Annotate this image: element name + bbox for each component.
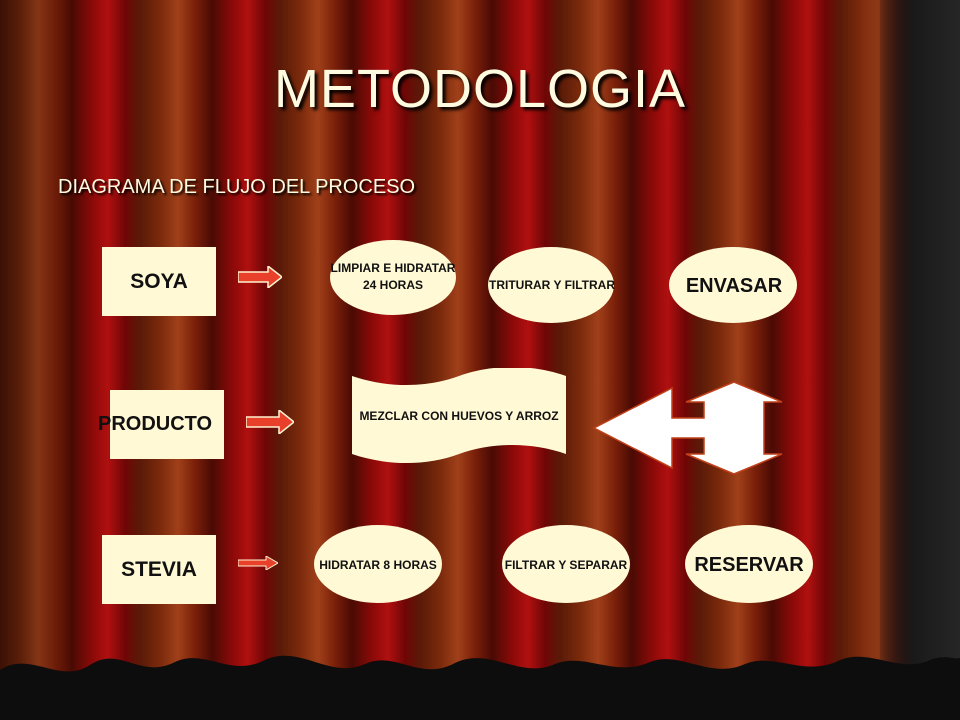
slide-subtitle: DIAGRAMA DE FLUJO DEL PROCESO [58, 176, 416, 198]
arrow-right-icon [238, 266, 282, 288]
stage-floor [0, 655, 960, 720]
step-ellipse-hidratar [314, 525, 442, 603]
split-arrow-icon [592, 381, 783, 475]
step-label-reservar: RESERVAR [694, 554, 804, 576]
source-label-producto: PRODUCTO [98, 413, 213, 435]
step-ellipse-limpiar [330, 240, 456, 315]
arrow-right-icon [238, 556, 278, 570]
step-label-triturar: TRITURAR Y FILTRAR [489, 278, 615, 292]
slide-title: METODOLOGIA [273, 59, 687, 119]
source-label-soya: SOYA [130, 269, 188, 293]
step-ellipse-triturar [488, 247, 614, 323]
step-ellipse-reservar [685, 525, 813, 603]
source-box-stevia: STEVIA [102, 535, 216, 604]
curtain-edge-shadow [880, 0, 960, 720]
step-ellipse-envasar [669, 247, 797, 323]
step-label-envasar: ENVASAR [685, 275, 783, 297]
step-ellipse-filtrar [502, 525, 630, 603]
source-box-soya: SOYA [102, 247, 216, 316]
step-label-limpiar: LIMPIAR E HIDRATAR 24 HORAS [330, 261, 456, 292]
source-box-producto [110, 390, 224, 459]
step-label-mezclar: MEZCLAR CON HUEVOS Y ARROZ [359, 409, 559, 423]
source-label-stevia: STEVIA [121, 557, 197, 581]
step-label-filtrar: FILTRAR Y SEPARAR [504, 558, 628, 572]
step-label-hidratar: HIDRATAR 8 HORAS [319, 558, 437, 572]
document-shape [352, 368, 566, 463]
arrow-right-icon [246, 410, 294, 434]
